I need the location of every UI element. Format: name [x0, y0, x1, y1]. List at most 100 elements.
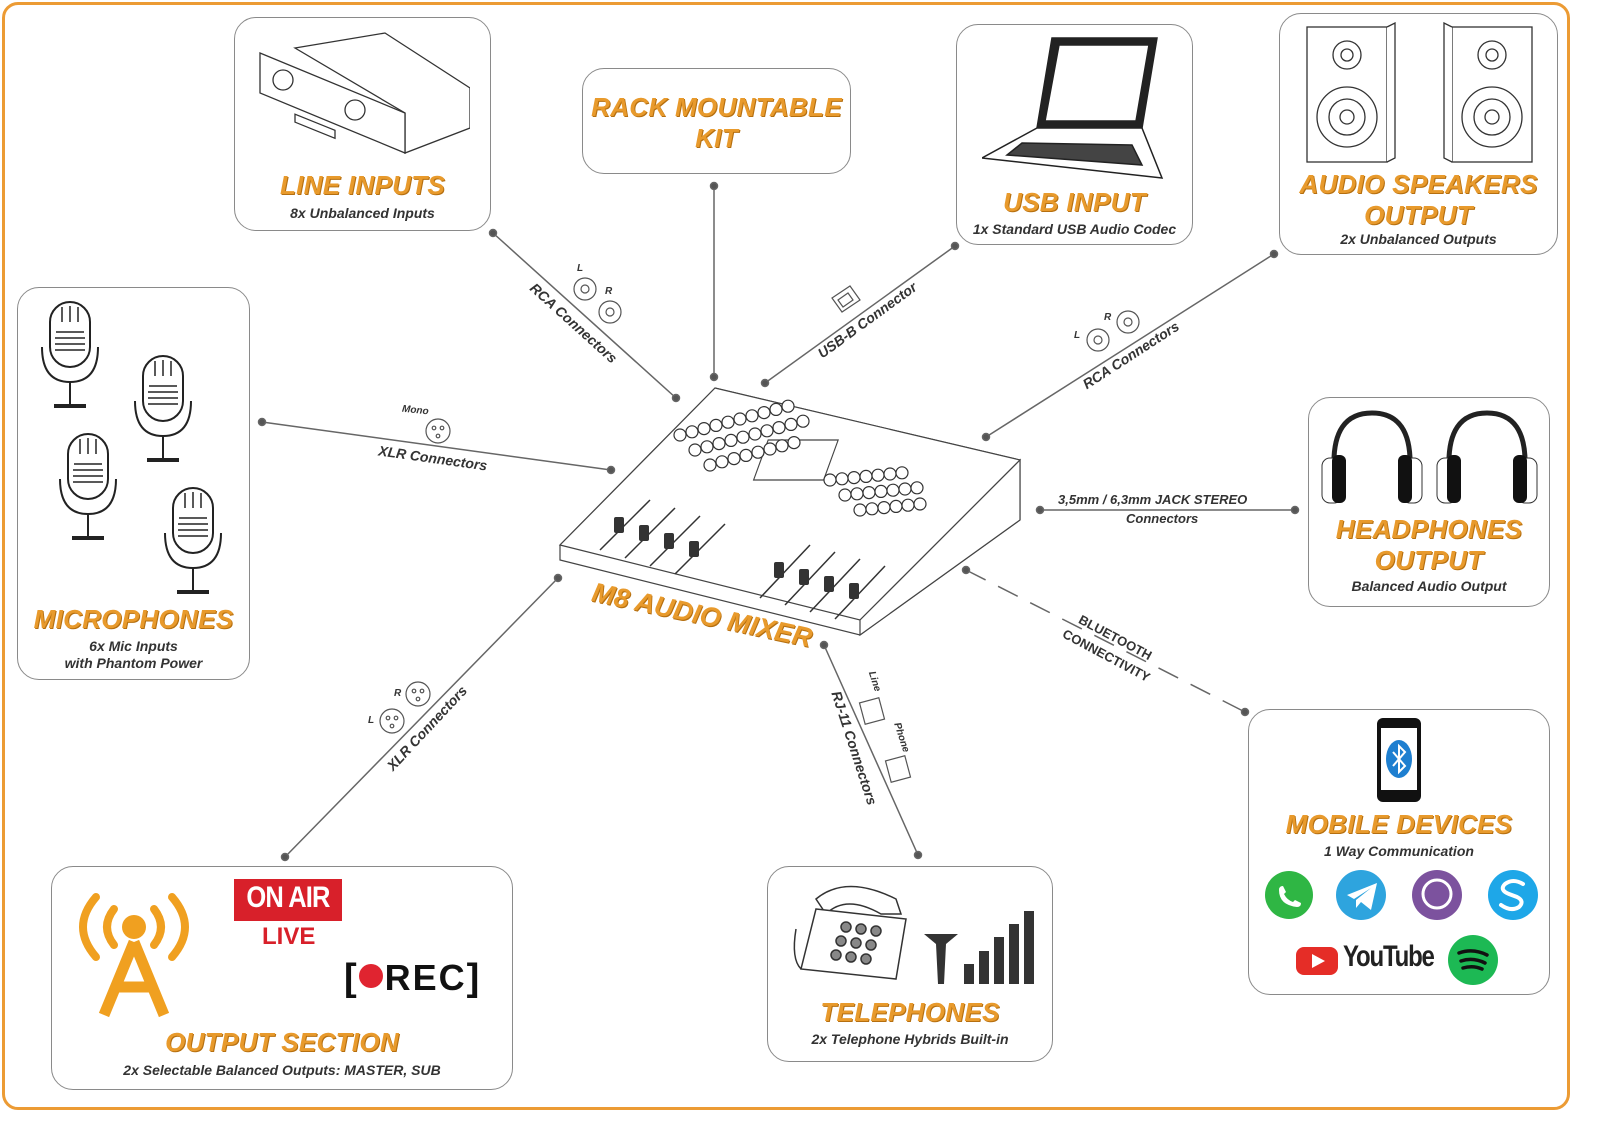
youtube-icon: [1296, 947, 1338, 975]
rack-node: RACK MOUNTABLE KIT: [582, 68, 851, 174]
broadcast-tower-icon: [79, 893, 189, 1018]
line-inputs-node: LINE INPUTS 8x Unbalanced Inputs: [234, 17, 491, 231]
mixer-knob: [823, 473, 837, 487]
microphone-icon: [163, 486, 223, 594]
mixer-knob: [775, 439, 789, 453]
headphones-node: HEADPHONES OUTPUT Balanced Audio Output: [1308, 397, 1550, 607]
usb-title: USB INPUT: [1003, 187, 1146, 217]
microphone-icon: [58, 432, 118, 540]
speakers-title-2: OUTPUT: [1364, 200, 1473, 230]
telephones-node: TELEPHONES 2x Telephone Hybrids Built-in: [767, 866, 1053, 1062]
mixer-knob: [850, 487, 864, 501]
mixer-knob: [796, 414, 810, 428]
speakers-node: AUDIO SPEAKERS OUTPUT 2x Unbalanced Outp…: [1279, 13, 1558, 255]
speakers-title-1: AUDIO SPEAKERS: [1299, 169, 1538, 199]
mixer-knob: [748, 427, 762, 441]
rec-bracket-left: [: [344, 957, 357, 999]
line-inputs-link: [492, 232, 677, 399]
mixer-knob: [700, 440, 714, 454]
speakers-subtitle: 2x Unbalanced Outputs: [1340, 231, 1497, 247]
phone-bluetooth-icon: [1377, 718, 1421, 802]
xlr-jack-icon: [379, 708, 405, 734]
mixer-knob: [763, 442, 777, 456]
mixer-knob: [727, 451, 741, 466]
mobile-node: MOBILE DEVICES 1 Way Communication YouTu…: [1248, 709, 1550, 995]
telephones-link: [823, 644, 919, 856]
microphones-link: [261, 421, 612, 471]
xlr-jack-icon: [425, 418, 451, 444]
mixer-knob: [871, 468, 885, 482]
headphones-connector-label-2: Connectors: [1126, 511, 1199, 526]
mixer-knob: [874, 484, 888, 499]
mixer-knob: [865, 502, 879, 516]
diagram-frame: [2, 2, 1570, 1110]
mixer-knob: [703, 458, 717, 472]
headphones-title-1: HEADPHONES: [1335, 514, 1523, 544]
mixer-fader: [849, 583, 859, 599]
mixer-knob: [688, 443, 702, 457]
mixer-knob: [721, 415, 735, 429]
rec-label: REC: [384, 957, 467, 998]
usb-node: USB INPUT 1x Standard USB Audio Codec: [956, 24, 1193, 245]
xlr-jack-icon: [405, 681, 431, 707]
mixer-fader: [689, 541, 699, 557]
spotify-icon: [1448, 935, 1498, 985]
mixer-knob: [889, 499, 903, 514]
mixer-knob: [724, 433, 738, 448]
speakers-link: [985, 253, 1275, 438]
mixer-knob: [901, 498, 915, 512]
mixer-knob: [712, 436, 726, 451]
mixer-knob: [673, 428, 687, 442]
mixer-knob: [685, 425, 699, 439]
bluetooth-link: [965, 569, 1246, 713]
mixer-knob: [757, 405, 771, 420]
mixer-knob: [715, 455, 729, 469]
telephones-title: TELEPHONES: [820, 997, 1000, 1027]
microphone-icon: [133, 354, 193, 462]
telegram-icon: [1336, 870, 1386, 920]
output-subtitle: 2x Selectable Balanced Outputs: MASTER, …: [123, 1062, 441, 1078]
mixer-knob: [739, 448, 753, 463]
mixer-knob: [760, 424, 774, 438]
viber-icon: [1412, 870, 1462, 920]
mixer-knob: [862, 485, 876, 500]
mixer-knob: [838, 488, 852, 502]
mixer-illustration: [558, 387, 1022, 637]
rec-sign: [REC]: [344, 957, 479, 999]
mixer-fader: [799, 569, 809, 585]
pin-l-label: L: [577, 263, 584, 274]
rj11-port-icon: [858, 697, 886, 725]
pin-r-label: R: [605, 286, 613, 297]
telephone-icon: [793, 885, 1034, 984]
mixer-knob: [859, 469, 873, 484]
mixer-knob: [772, 420, 786, 435]
on-air-label: ON AIR: [246, 881, 330, 914]
telephones-subtitle: 2x Telephone Hybrids Built-in: [811, 1031, 1009, 1047]
mixer-knob: [895, 466, 909, 480]
mixer-knob: [910, 481, 924, 495]
output-link: [284, 577, 559, 858]
headphones-subtitle: Balanced Audio Output: [1351, 578, 1507, 594]
mobile-subtitle: 1 Way Communication: [1324, 843, 1474, 859]
laptop-icon: [982, 37, 1164, 179]
mixer-knob: [877, 500, 891, 515]
mixer-knob: [781, 399, 795, 413]
microphone-icons: [40, 300, 223, 594]
microphones-node: MICROPHONES 6x Mic Inputs with Phantom P…: [17, 287, 250, 680]
usb-subtitle: 1x Standard USB Audio Codec: [972, 221, 1177, 237]
live-label: LIVE: [262, 923, 316, 950]
mixer-knob: [736, 430, 750, 444]
speakers-icon: [1306, 22, 1533, 163]
rack-title-1: RACK MOUNTABLE: [591, 92, 842, 122]
on-air-sign: ON AIR: [234, 879, 342, 921]
mixer-knob: [847, 470, 861, 485]
mixer-knob: [898, 482, 912, 496]
mixer-knob: [769, 402, 783, 416]
mixer-knob: [853, 503, 867, 517]
rec-dot-icon: [358, 964, 383, 988]
output-title: OUTPUT SECTION: [165, 1027, 399, 1057]
pin-r-label: R: [1104, 312, 1112, 323]
cd-player-icon: [259, 32, 470, 154]
microphones-title: MICROPHONES: [33, 604, 234, 634]
